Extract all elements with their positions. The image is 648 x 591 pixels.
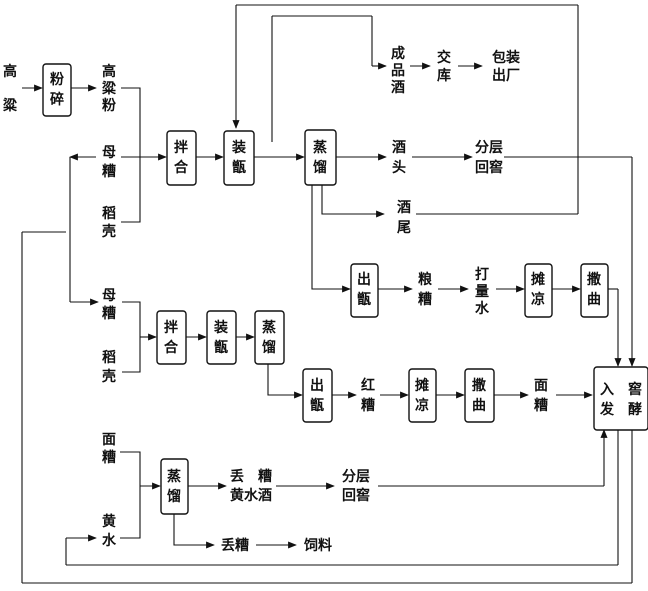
box-zhengliu-1: 蒸 馏 bbox=[304, 129, 337, 186]
box-fensui-line-1: 粉 bbox=[50, 71, 64, 88]
box-tanliang-2-line-1: 摊 bbox=[415, 377, 429, 394]
label-jiuwei-2: 尾 bbox=[397, 220, 411, 236]
box-tanliang-1-line-1: 摊 bbox=[531, 271, 545, 288]
label-baozhuang-2: 出厂 bbox=[492, 67, 520, 84]
box-saqu-1: 撒 曲 bbox=[580, 263, 609, 318]
label-chengpinjiu-2: 品 bbox=[391, 63, 405, 79]
box-fensui: 粉 碎 bbox=[42, 63, 72, 117]
label-gaoliangfen-3: 粉 bbox=[102, 97, 116, 114]
box-fensui-line-2: 碎 bbox=[50, 91, 64, 108]
label-fenceng-2a: 分层 bbox=[342, 469, 370, 485]
box-rujiao-fajiao: 入 窖 发 酵 bbox=[593, 366, 648, 431]
box-saqu-1-line-2: 曲 bbox=[587, 291, 601, 308]
box-banhe-1-line-1: 拌 bbox=[174, 139, 188, 156]
label-muzao-2a: 母 bbox=[102, 288, 116, 304]
label-gaoliang-2: 粱 bbox=[3, 97, 18, 114]
box-banhe-1: 拌 合 bbox=[166, 130, 197, 186]
label-diuzao: 丢糟 bbox=[221, 537, 249, 554]
box-chuzeng-1-line-2: 甑 bbox=[357, 291, 371, 308]
flow-labels: 高 粱 高 粱 粉 母 糟 稻 壳 母 糟 稻 壳 成 品 酒 交 库 包装 出… bbox=[3, 45, 548, 554]
box-zhuangzeng-1-line-2: 甑 bbox=[232, 159, 246, 176]
label-gaoliang-1: 高 bbox=[3, 63, 17, 80]
label-jiutou-2: 头 bbox=[392, 159, 406, 176]
box-zhuangzeng-2-line-2: 甑 bbox=[214, 339, 228, 356]
label-mianzao-in-1: 面 bbox=[102, 432, 116, 448]
label-muzao-1a: 母 bbox=[102, 145, 116, 161]
label-daliangshui-1: 打 bbox=[475, 266, 489, 283]
box-tanliang-2: 摊 凉 bbox=[408, 368, 437, 423]
label-mianzao-out-2: 糟 bbox=[534, 397, 548, 414]
label-liangzao-1: 粮 bbox=[418, 271, 433, 288]
label-daoke-1a: 稻 bbox=[102, 205, 116, 222]
box-tanliang-1: 摊 凉 bbox=[524, 263, 553, 318]
process-boxes: 粉 碎 拌 合 装 甑 蒸 馏 出 甑 摊 凉 撒 bbox=[42, 63, 648, 515]
box-saqu-1-line-1: 撒 bbox=[587, 271, 602, 288]
label-gaoliangfen-1: 高 bbox=[102, 63, 116, 80]
label-daoke-2b: 壳 bbox=[101, 368, 116, 385]
label-hongzao-2: 糟 bbox=[361, 397, 375, 414]
box-banhe-2-line-1: 拌 bbox=[164, 319, 178, 336]
label-liangzao-2: 糟 bbox=[418, 291, 432, 308]
label-fenceng-1b: 回窖 bbox=[475, 159, 503, 176]
label-diuzao-hsj-1: 丢 糟 bbox=[230, 468, 272, 485]
box-chuzeng-2-line-1: 出 bbox=[310, 377, 324, 394]
label-daliangshui-3: 水 bbox=[475, 300, 490, 317]
label-jiaoku-1: 交 bbox=[437, 49, 451, 66]
label-daoke-2a: 稻 bbox=[102, 349, 116, 366]
label-chengpinjiu-3: 酒 bbox=[391, 80, 405, 96]
label-fenceng-2b: 回窖 bbox=[342, 487, 370, 504]
box-zhuangzeng-1: 装 甑 bbox=[223, 130, 255, 186]
connectors bbox=[21, 4, 636, 584]
box-zhengliu-2: 蒸 馏 bbox=[254, 310, 285, 365]
box-zhengliu-2-line-1: 蒸 bbox=[262, 319, 276, 336]
box-chuzeng-2: 出 甑 bbox=[302, 368, 333, 423]
box-zhuangzeng-1-line-1: 装 bbox=[231, 139, 247, 156]
label-siliao: 饲料 bbox=[303, 537, 332, 554]
box-zhengliu-1-line-1: 蒸 bbox=[313, 139, 327, 156]
box-zhengliu-3-line-2: 馏 bbox=[166, 488, 181, 505]
box-zhengliu-3-line-1: 蒸 bbox=[167, 468, 181, 485]
label-huangshui-1: 黄 bbox=[102, 513, 116, 530]
box-rujiao-line-2: 发 酵 bbox=[599, 401, 642, 418]
label-gaoliangfen-2: 粱 bbox=[102, 80, 117, 97]
label-muzao-2b: 糟 bbox=[102, 305, 116, 322]
box-zhuangzeng-2-line-1: 装 bbox=[213, 319, 229, 336]
box-zhengliu-3: 蒸 馏 bbox=[160, 458, 189, 515]
label-mianzao-out-1: 面 bbox=[534, 378, 548, 394]
box-zhengliu-1-line-2: 馏 bbox=[312, 159, 327, 176]
box-zhengliu-2-line-2: 馏 bbox=[261, 339, 276, 356]
label-huangshui-2: 水 bbox=[102, 532, 117, 549]
label-daoke-1b: 壳 bbox=[101, 223, 116, 240]
box-zhuangzeng-2: 装 甑 bbox=[206, 310, 237, 365]
label-jiuwei-1: 酒 bbox=[397, 200, 411, 216]
box-banhe-2: 拌 合 bbox=[156, 310, 187, 365]
label-jiutou-1: 酒 bbox=[392, 140, 406, 156]
box-saqu-2-line-1: 撒 bbox=[472, 377, 487, 394]
box-banhe-1-line-2: 合 bbox=[174, 159, 189, 176]
box-tanliang-2-line-2: 凉 bbox=[415, 397, 429, 414]
box-chuzeng-1-line-1: 出 bbox=[357, 271, 371, 288]
label-muzao-1b: 糟 bbox=[102, 163, 116, 180]
label-chengpinjiu-1: 成 bbox=[391, 45, 405, 62]
box-chuzeng-1: 出 甑 bbox=[350, 263, 379, 318]
label-jiaoku-2: 库 bbox=[437, 67, 451, 84]
label-daliangshui-2: 量 bbox=[475, 284, 489, 300]
label-fenceng-1a: 分层 bbox=[475, 140, 503, 156]
box-saqu-2-line-2: 曲 bbox=[472, 397, 486, 414]
label-baozhuang-1: 包装 bbox=[492, 49, 521, 66]
label-mianzao-in-2: 糟 bbox=[102, 449, 116, 466]
box-banhe-2-line-2: 合 bbox=[164, 339, 179, 356]
box-tanliang-1-line-2: 凉 bbox=[531, 291, 545, 308]
box-rujiao-line-1: 入 窖 bbox=[600, 381, 642, 398]
box-saqu-2: 撒 曲 bbox=[464, 368, 495, 423]
label-hongzao-1: 红 bbox=[361, 377, 375, 394]
label-diuzao-hsj-2: 黄水酒 bbox=[230, 487, 272, 504]
box-chuzeng-2-line-2: 甑 bbox=[310, 397, 324, 414]
